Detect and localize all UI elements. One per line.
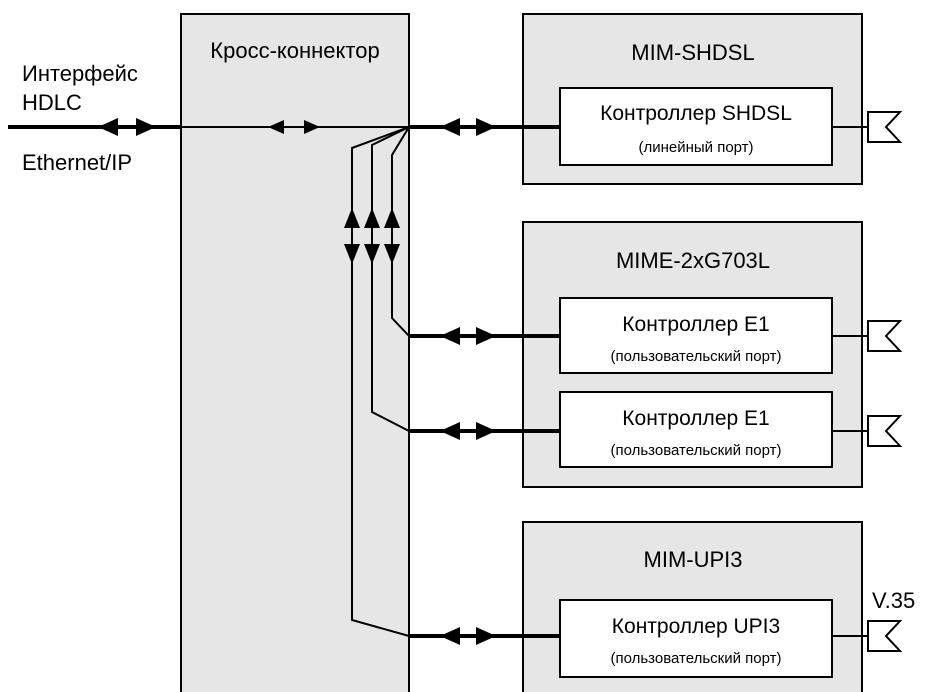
interface-label-line1: Интерфейс <box>22 61 138 86</box>
controller-e1-second-name: Контроллер E1 <box>622 407 769 430</box>
controller-shdsl <box>559 87 833 166</box>
controller-upi3-sub: (пользовательский порт) <box>610 650 781 667</box>
interface-label-line2: HDLC <box>22 90 82 115</box>
bidirectional-arrow-shdsl <box>440 118 496 136</box>
interface-label-line3: Ethernet/IP <box>22 150 132 175</box>
bidirectional-arrow-upi3 <box>440 627 496 645</box>
bidirectional-arrow-e1-second <box>440 422 496 440</box>
port-connector-e1-first-icon <box>832 320 903 352</box>
controller-shdsl-sub: (линейный порт) <box>638 139 753 156</box>
controller-upi3-name: Контроллер UPI3 <box>612 615 780 638</box>
controller-e1-first-sub: (пользовательский порт) <box>610 348 781 365</box>
bidirectional-arrow-interface <box>98 118 156 136</box>
module-title-mim-upi3: MIM-UPI3 <box>644 547 743 572</box>
bidirectional-arrow-e1-first <box>440 327 496 345</box>
cross-connector-block <box>180 13 410 692</box>
controller-shdsl-name: Контроллер SHDSL <box>600 102 792 125</box>
controller-e1-first-name: Контроллер E1 <box>622 313 769 336</box>
vertical-arrows <box>344 208 400 264</box>
port-label-v35: V.35 <box>872 588 915 613</box>
branch-lines <box>351 126 410 637</box>
port-connector-upi3-icon <box>832 620 903 652</box>
port-connector-shdsl-icon <box>832 111 903 143</box>
controller-e1-second <box>559 391 833 468</box>
controller-upi3 <box>559 599 833 678</box>
module-title-mime-2xg703l: MIME-2xG703L <box>616 248 770 273</box>
port-connector-e1-second-icon <box>832 415 903 447</box>
bidirectional-arrow-cross <box>268 120 320 134</box>
controller-e1-second-sub: (пользовательский порт) <box>610 442 781 459</box>
cross-connector-title: Кросс-коннектор <box>210 38 379 63</box>
module-title-mim-shdsl: MIM-SHDSL <box>631 40 754 65</box>
